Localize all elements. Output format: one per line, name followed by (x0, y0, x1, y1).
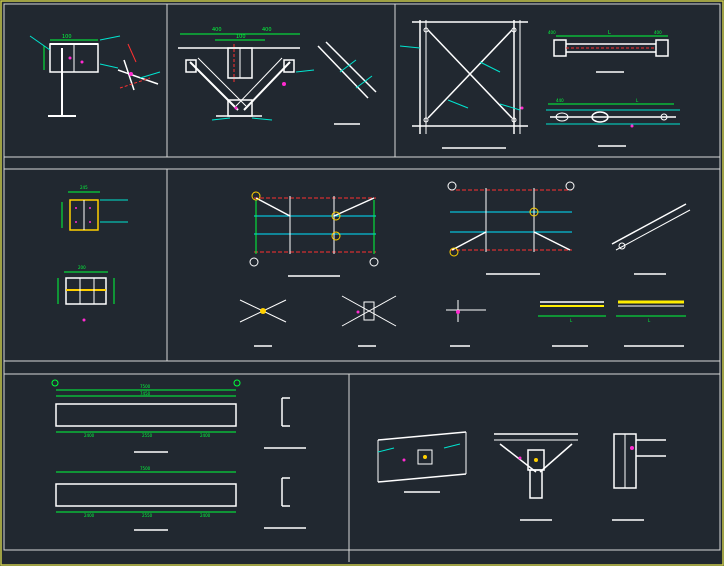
panel-column-section: 100 (29, 34, 161, 117)
panel3-rod-length: L (608, 30, 611, 36)
panel7-total-length: 7500 (140, 384, 151, 389)
panel-joint-details: L L (239, 295, 686, 347)
panel2-dim-right: 400 (262, 27, 272, 33)
panel-base-plate: 245 200 (57, 185, 128, 322)
panel7-seg-e: 2550 (142, 513, 153, 518)
panel7-seg-a: 2400 (84, 433, 95, 438)
panel6-rod-length-b: L (648, 318, 651, 323)
panel-brace-connection: 400 400 100 (178, 27, 377, 125)
panel-x-bracing: L 400 400 440 L (399, 20, 680, 149)
panel-roof-bracing (249, 181, 691, 277)
panel-beam-elevations: 7500 7450 2400 2550 2400 7500 2400 2550 … (51, 379, 306, 531)
panel3-bottom-dim-b: L (636, 98, 639, 103)
panel2-dim-left: 400 (212, 27, 222, 33)
panel3-bottom-dim-a: 440 (556, 98, 564, 103)
panel7-seg-d: 2400 (84, 513, 95, 518)
inner-frame (3, 3, 721, 551)
panel-connection-details (377, 431, 666, 521)
panel7-seg-b: 2550 (142, 433, 153, 438)
panel4-plate-width: 245 (80, 185, 88, 190)
panel7-seg-f: 2400 (200, 513, 211, 518)
panel3-left-dim: 400 (548, 30, 556, 35)
panel3-right-dim: 400 (654, 30, 662, 35)
panel7-seg-c: 2400 (200, 433, 211, 438)
panel7-inner-length: 7450 (140, 391, 151, 396)
panel4-clip-width: 200 (78, 265, 86, 270)
panel6-rod-length-a: L (570, 318, 573, 323)
panel7-total-length-b: 7500 (140, 466, 151, 471)
panel2-web-dim: 100 (236, 34, 246, 40)
panel1-flange-dim: 100 (62, 34, 72, 40)
